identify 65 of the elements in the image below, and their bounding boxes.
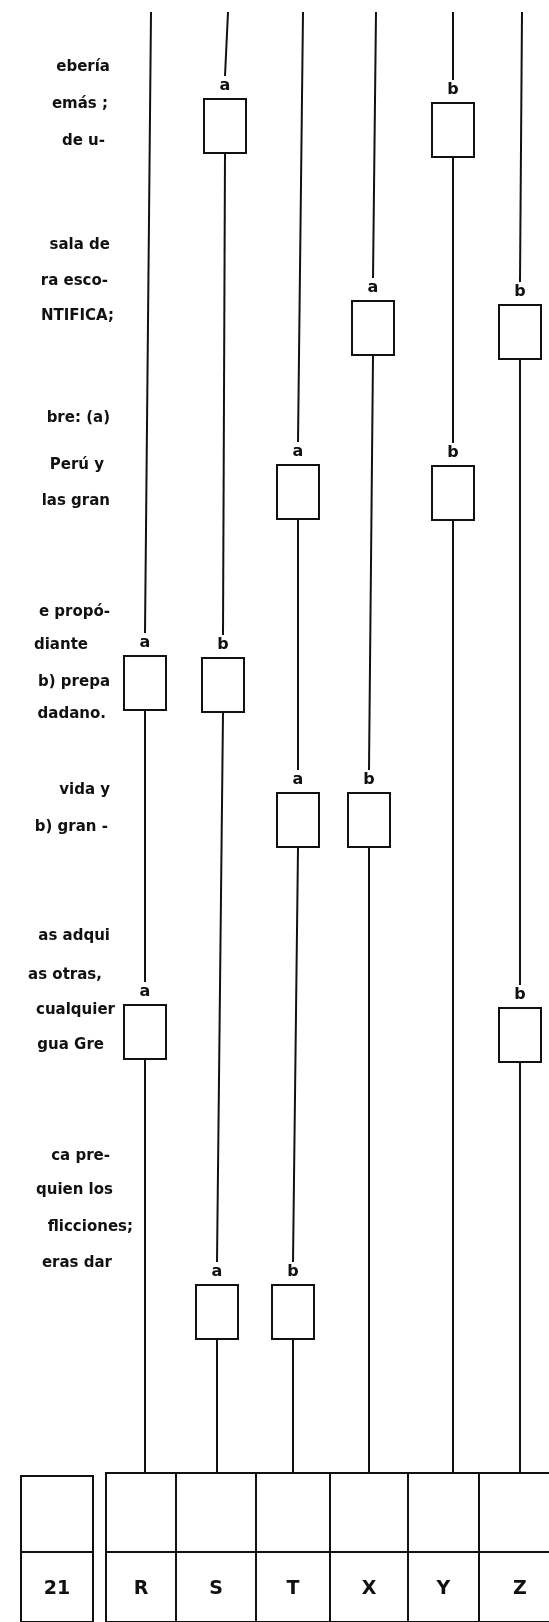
option-letter: a [291, 770, 305, 788]
connector-line [144, 710, 146, 983]
option-letter: a [138, 633, 152, 651]
connector-line [452, 11, 454, 81]
option-letter: b [286, 1262, 300, 1280]
question-text: b) gran - [34, 817, 108, 835]
option-letter: b [446, 80, 460, 98]
connector-line [292, 847, 299, 1263]
question-text: ra esco- [40, 271, 108, 289]
question-text: sala de [49, 235, 110, 253]
question-text: dadano. [37, 704, 106, 722]
cell-text: R [133, 1576, 149, 1598]
cell-text: 21 [43, 1576, 71, 1598]
option-letter: a [218, 76, 232, 94]
connector-line [144, 1059, 146, 1473]
question-text: Perú y [49, 455, 104, 473]
connector-line [222, 153, 226, 636]
option-letter: b [216, 635, 230, 653]
cell-text: T [286, 1576, 300, 1598]
connector-line [297, 519, 299, 771]
connector-line [519, 1062, 521, 1473]
question-text: quien los [36, 1180, 113, 1198]
cell-text: S [209, 1576, 223, 1598]
cell-text: X [361, 1576, 377, 1598]
question-text: as adqui [38, 926, 110, 944]
option-letter: a [366, 278, 380, 296]
option-letter: a [291, 442, 305, 460]
cell-text: Y [436, 1576, 451, 1598]
question-text: as otras, [28, 965, 102, 983]
connector-line [372, 11, 377, 279]
connector-line [519, 359, 521, 986]
question-text: vida y [59, 780, 110, 798]
connector-line [224, 11, 229, 77]
question-text: e propó- [38, 602, 110, 620]
connector-line [368, 847, 370, 1473]
option-letter: a [138, 982, 152, 1000]
connector-line [216, 712, 224, 1263]
table-cell [105, 1472, 177, 1553]
table-cell [20, 1475, 94, 1553]
connector-line [519, 11, 523, 283]
question-text: las gran [41, 491, 110, 509]
option-letter: b [446, 443, 460, 461]
connector-line [216, 1339, 218, 1473]
connector-line [452, 157, 454, 444]
question-text: emás ; [51, 94, 108, 112]
question-text: bre: (a) [46, 408, 110, 426]
option-letter: a [210, 1262, 224, 1280]
option-letter: b [513, 985, 527, 1003]
question-text: de u- [61, 131, 105, 149]
question-text: ca pre- [51, 1146, 110, 1164]
question-text: diante [33, 635, 88, 653]
question-text: flicciones; [47, 1217, 133, 1235]
connector-line [292, 1339, 294, 1473]
connector-line [452, 520, 454, 1473]
question-text: ebería [56, 57, 110, 75]
question-text: eras dar [41, 1253, 112, 1271]
question-text: gua Gre [37, 1035, 104, 1053]
connector-line [297, 11, 304, 443]
question-text: NTIFICA; [40, 306, 114, 324]
connector-line [368, 355, 374, 771]
option-letter: b [513, 282, 527, 300]
connector-line [144, 11, 152, 634]
question-text: b) prepa [38, 672, 110, 690]
option-letter: b [362, 770, 376, 788]
cell-text: Z [513, 1576, 527, 1598]
